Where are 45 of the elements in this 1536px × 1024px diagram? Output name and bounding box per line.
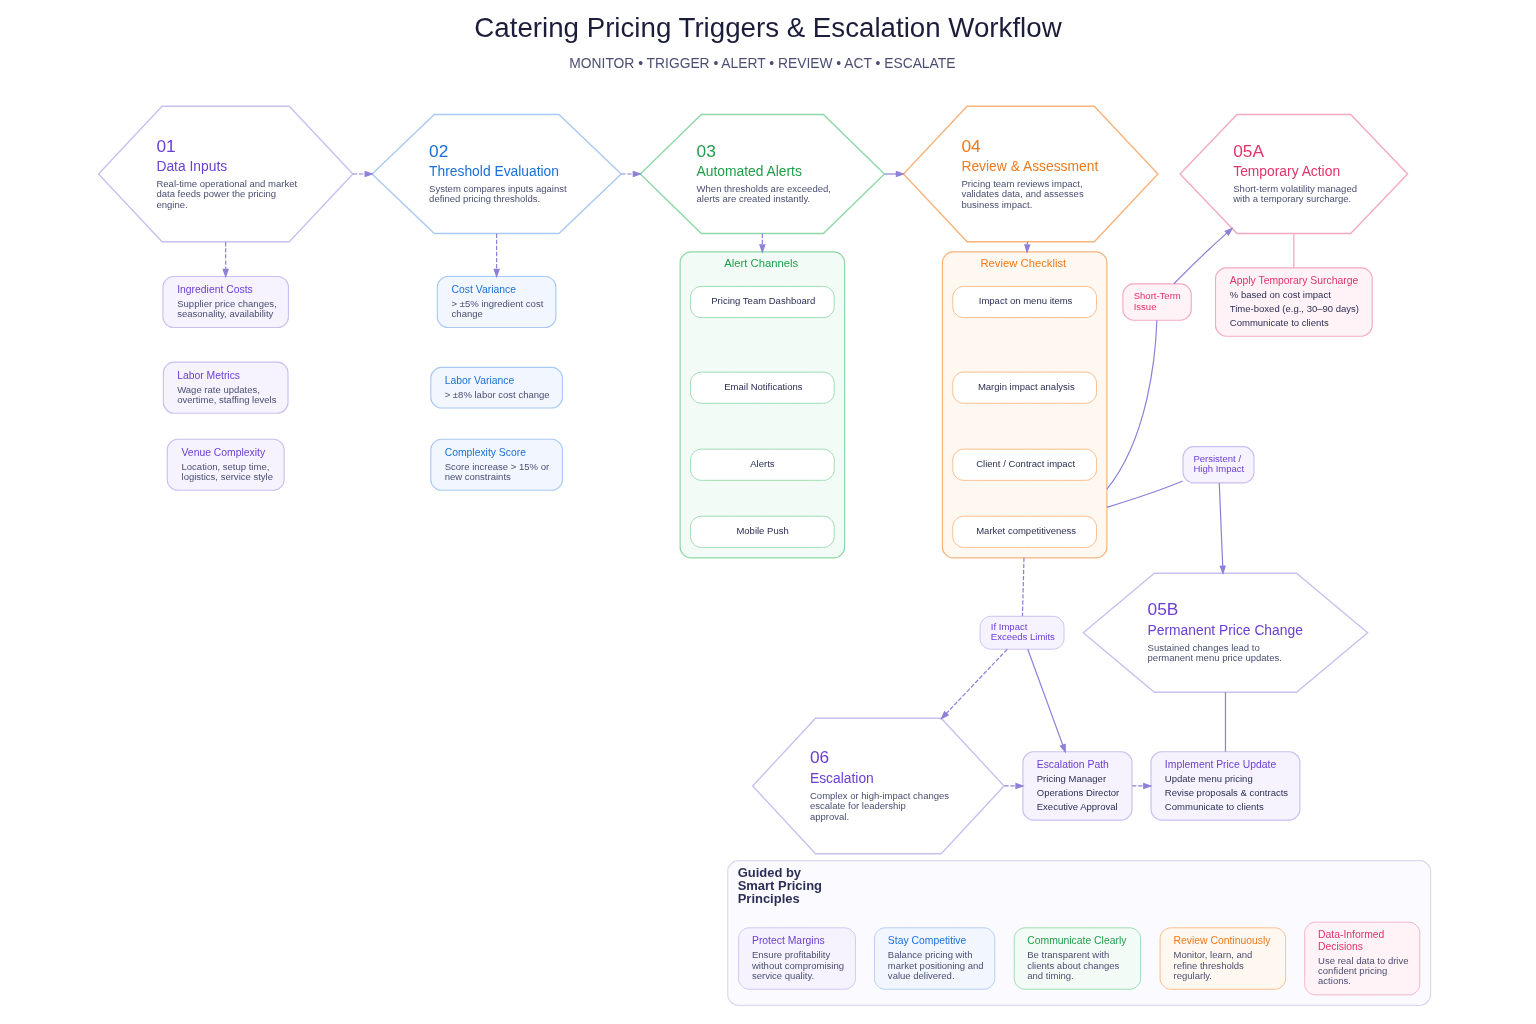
node-box: Communicate Clearly Be transparent with clients about changes and timing. [1013,927,1142,990]
connector [1106,319,1158,490]
node-box: Persistent / High Impact [1182,446,1255,484]
node-box: Complexity Score Score increase > 15% or new constraints [430,438,563,491]
node-box: Margin impact analysis [952,371,1097,404]
node-box: Apply Temporary Surcharge % based on cost impact Time-boxed (e.g., 30–90 days) Communicate to clients [1214,267,1373,337]
node-box: Labor Metrics Wage rate updates, overtime, staffing levels [162,361,289,414]
arrow [1131,782,1153,790]
node-box: Venue Complexity Location, setup time, logistics, service style [166,438,285,491]
node-box: Short-Term Issue [1122,283,1192,321]
node-box: Client / Contract impact [952,448,1097,481]
arrow [1003,782,1025,790]
node-box: Pricing Team Dashboard [690,286,835,319]
arrow [940,648,1008,720]
node-box: Impact on menu items [952,286,1097,319]
node-box: Cost Variance > ±5% ingredient cost change [436,275,557,329]
node-box: Market competitiveness [952,515,1097,548]
node-box: Escalation Path Pricing Manager Operations Director Executive Approval [1022,751,1133,821]
node-box: Implement Price Update Update menu pricing Revise proposals & contracts Communicate to clients [1150,751,1301,821]
connector [1224,691,1227,753]
arrow [222,241,229,279]
connector [1293,232,1295,269]
arrow [493,232,500,279]
arrow [1173,227,1234,285]
node-box: Ingredient Costs Supplier price changes, seasonality, availability [162,275,289,329]
node-box: Stay Competitive Balance pricing with market positioning and value delivered. [874,927,996,990]
node-box: Mobile Push [690,515,835,548]
arrow [620,170,643,178]
node-box: Email Notifications [690,371,835,404]
arrow [883,170,906,178]
connector [1021,557,1025,617]
node-box: If Impact Exceeds Limits [979,615,1065,650]
node-box: Data-Informed Decisions Use real data to drive confident pricing actions. [1304,921,1421,996]
node-box: Labor Variance > ±8% labor cost change [430,366,563,409]
arrow [1024,241,1031,254]
diagram-title: Catering Pricing Triggers & Escalation Workflow [474,12,1062,44]
arrow [1218,482,1226,575]
arrow [1027,648,1066,754]
arrow [759,232,766,254]
label: MONITOR • TRIGGER • ALERT • REVIEW • ACT • ESCALATE [569,54,956,71]
node-box: Alerts [690,448,835,481]
arrow [352,170,374,178]
connector [1106,480,1184,509]
node-box: Protect Margins Ensure profitability without compromising service quality. [738,927,856,990]
node-box: Review Continuously Monitor, learn, and refine thresholds regularly. [1159,927,1287,990]
